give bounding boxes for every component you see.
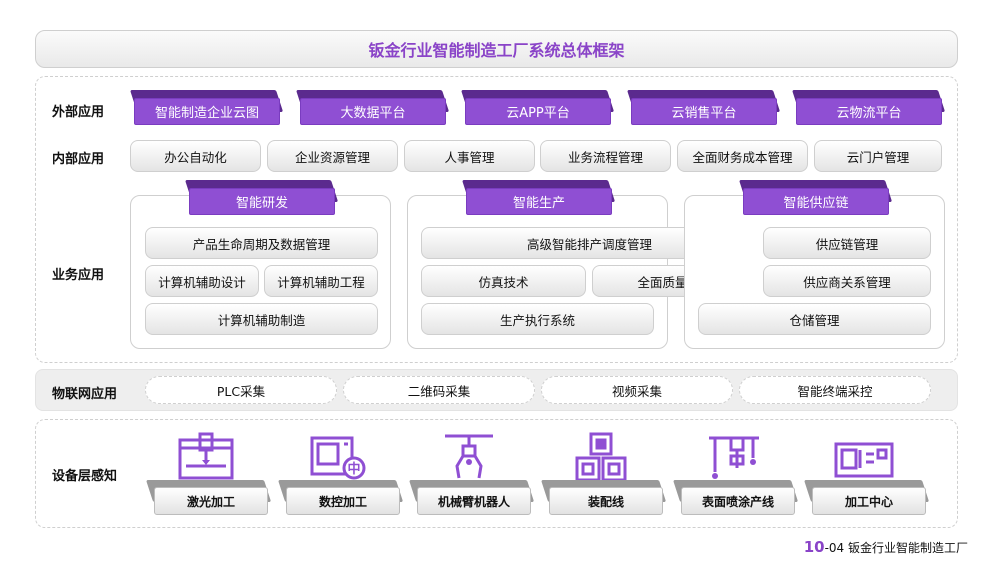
rd-item-cad: 计算机辅助设计 [145, 265, 259, 297]
device-label: 表面喷涂产线 [681, 487, 795, 515]
external-app-1: 智能制造企业云图 [130, 90, 284, 125]
internal-app-5: 全面财务成本管理 [677, 140, 808, 172]
business-production-title: 智能生产 [462, 180, 616, 215]
rd-item-cam: 计算机辅助制造 [145, 303, 378, 335]
device-label: 加工中心 [812, 487, 926, 515]
robot-arm-icon [445, 434, 493, 479]
iot-item-terminal: 智能终端采控 [739, 376, 931, 404]
figure-caption: 10-04 钣金行业智能制造工厂 [804, 538, 968, 556]
row-label-external: 外部应用 [52, 105, 105, 120]
internal-app-3: 人事管理 [404, 140, 535, 172]
device-label: 激光加工 [154, 487, 268, 515]
internal-app-2: 企业资源管理 [267, 140, 398, 172]
assembly-line-icon [575, 432, 627, 482]
device-cnc: 中 数控加工 [278, 432, 404, 520]
device-spray-line: 表面喷涂产线 [673, 432, 799, 520]
device-label: 机械臂机器人 [417, 487, 531, 515]
cnc-machine-icon: 中 [310, 436, 366, 480]
iot-item-qrcode: 二维码采集 [343, 376, 535, 404]
laser-machine-icon [178, 432, 234, 480]
iot-item-plc: PLC采集 [145, 376, 337, 404]
internal-app-6: 云门户管理 [814, 140, 942, 172]
device-label: 装配线 [549, 487, 663, 515]
device-machining-center: 加工中心 [804, 432, 930, 520]
row-label-business: 业务应用 [52, 268, 105, 283]
rd-item-cae: 计算机辅助工程 [264, 265, 378, 297]
device-label: 数控加工 [286, 487, 400, 515]
machining-center-icon [834, 442, 894, 478]
device-laser: 激光加工 [146, 432, 272, 520]
external-app-3: 云APP平台 [461, 90, 615, 125]
external-app-2: 大数据平台 [296, 90, 450, 125]
device-robot-arm: 机械臂机器人 [409, 432, 535, 520]
row-label-device: 设备层感知 [52, 469, 118, 484]
row-label-internal: 内部应用 [52, 152, 105, 167]
production-item-mes: 生产执行系统 [421, 303, 654, 335]
supply-item-wms: 仓储管理 [698, 303, 931, 335]
rd-item-plm: 产品生命周期及数据管理 [145, 227, 378, 259]
device-assembly-line: 装配线 [541, 432, 667, 520]
supply-item-srm: 供应商关系管理 [763, 265, 931, 297]
row-label-iot: 物联网应用 [52, 387, 118, 402]
svg-text:中: 中 [347, 461, 360, 477]
external-app-4: 云销售平台 [627, 90, 781, 125]
production-item-simulation: 仿真技术 [421, 265, 586, 297]
iot-item-video: 视频采集 [541, 376, 733, 404]
figure-number: 10 [803, 538, 825, 556]
diagram-title: 钣金行业智能制造工厂系统总体框架 [35, 30, 958, 68]
spray-line-icon [709, 436, 759, 479]
business-supply-title: 智能供应链 [739, 180, 893, 215]
internal-app-1: 办公自动化 [130, 140, 261, 172]
figure-caption-text: -04 钣金行业智能制造工厂 [824, 541, 968, 555]
supply-item-scm: 供应链管理 [763, 227, 931, 259]
business-rd-title: 智能研发 [185, 180, 339, 215]
internal-app-4: 业务流程管理 [540, 140, 671, 172]
external-app-5: 云物流平台 [792, 90, 946, 125]
